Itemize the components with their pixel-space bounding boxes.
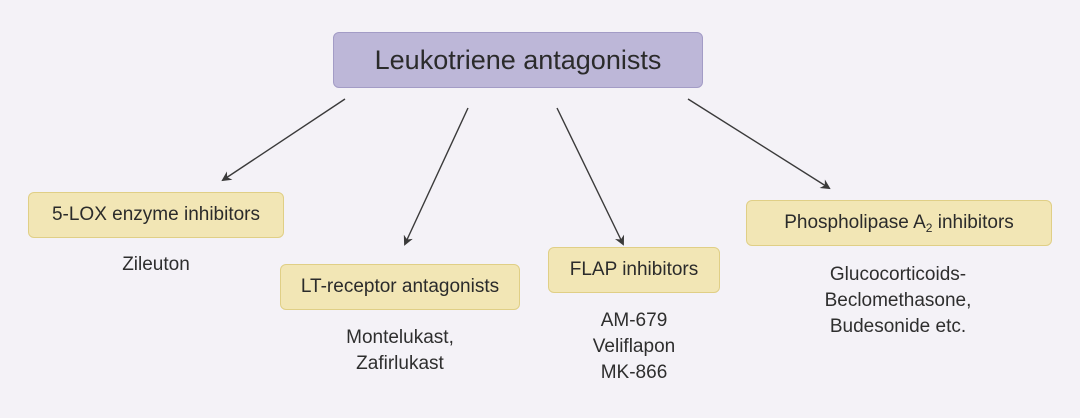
example-item: AM-679: [600, 310, 668, 331]
category-label: 5-LOX enzyme inhibitors: [51, 204, 261, 225]
category-phospholipase-examples: Glucocorticoids- Beclomethasone, Budeson…: [808, 262, 988, 340]
category-label: Phospholipase A2 inhibitors: [784, 212, 1014, 234]
category-lt-receptor-node: LT-receptor antagonists: [280, 264, 520, 310]
example-item: Beclomethasone,: [824, 290, 972, 311]
arrow-to-5lox: [221, 98, 346, 182]
category-lt-receptor-examples: Montelukast, Zafirlukast: [320, 325, 480, 377]
category-5lox-node: 5-LOX enzyme inhibitors: [28, 192, 284, 238]
category-flap-examples: AM-679 Veliflapon MK-866: [574, 308, 694, 386]
category-5lox-examples: Zileuton: [96, 252, 216, 278]
category-label: LT-receptor antagonists: [300, 276, 500, 297]
category-flap-node: FLAP inhibitors: [548, 247, 720, 293]
example-item: Veliflapon: [592, 336, 676, 357]
example-item: Budesonide etc.: [829, 316, 967, 337]
example-item: MK-866: [600, 362, 668, 383]
example-item: Zafirlukast: [356, 353, 444, 374]
root-node: Leukotriene antagonists: [333, 32, 703, 88]
example-item: Zileuton: [122, 254, 190, 275]
category-label-suffix: inhibitors: [932, 212, 1014, 233]
arrow-to-flap: [556, 107, 625, 246]
category-label-main: Phospholipase A: [784, 212, 926, 233]
category-label-subscript: 2: [925, 221, 933, 235]
root-label: Leukotriene antagonists: [374, 44, 662, 75]
arrow-to-lt-receptor: [403, 107, 469, 246]
example-item: Glucocorticoids-: [829, 264, 967, 285]
category-phospholipase-node: Phospholipase A2 inhibitors: [746, 200, 1052, 246]
category-label: FLAP inhibitors: [569, 259, 699, 280]
arrow-to-phospholipase: [687, 98, 831, 190]
example-item: Montelukast,: [346, 327, 454, 348]
